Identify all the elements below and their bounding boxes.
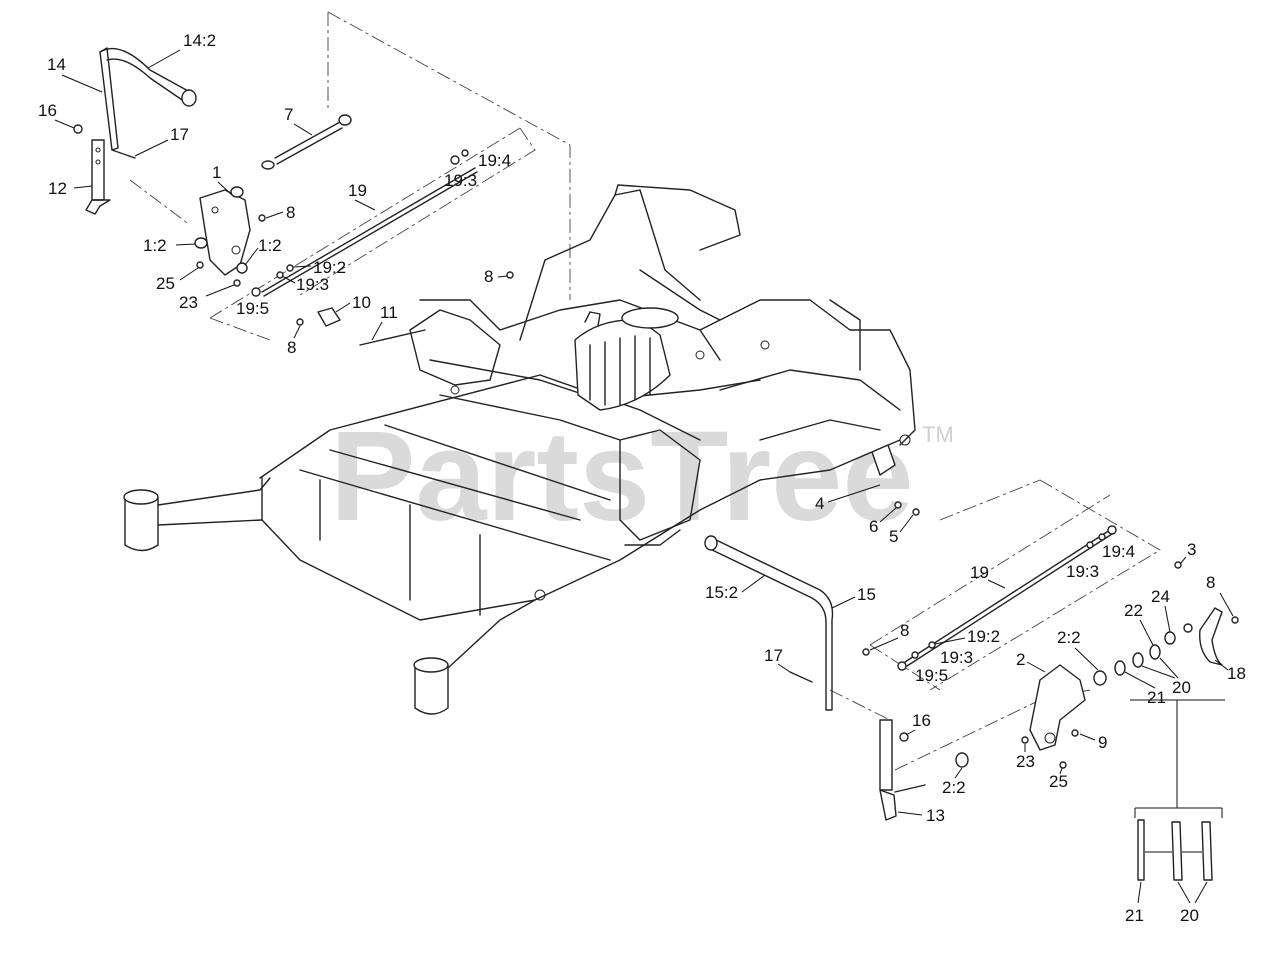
callout-1: 1 (212, 163, 221, 182)
callout-20-a: 20 (1172, 678, 1191, 697)
callout-22: 22 (1124, 601, 1143, 620)
callout-15: 15 (857, 585, 876, 604)
callout-16-b: 16 (912, 711, 931, 730)
callout-19-5-b: 19:5 (915, 666, 948, 685)
callout-19-5-a: 19:5 (236, 299, 269, 318)
callout-8-b: 8 (287, 338, 296, 357)
callout-8-e: 8 (900, 621, 909, 640)
callout-5: 5 (889, 527, 898, 546)
callout-18: 18 (1227, 664, 1246, 683)
callout-21-a: 21 (1147, 688, 1166, 707)
callout-23-b: 23 (1016, 752, 1035, 771)
callout-8-d: 8 (1206, 573, 1215, 592)
callout-19-4-a: 19:4 (478, 151, 511, 170)
callout-1-2-b: 1:2 (258, 236, 282, 255)
callout-19-a: 19 (348, 181, 367, 200)
callout-1-2-a: 1:2 (143, 236, 167, 255)
callout-2-2-a: 2:2 (1057, 628, 1081, 647)
callout-25-b: 25 (1049, 772, 1068, 791)
callout-13: 13 (926, 806, 945, 825)
watermark-trademark: TM (922, 422, 954, 447)
callout-16: 16 (38, 101, 57, 120)
callout-23-a: 23 (179, 293, 198, 312)
callout-19-2-a: 19:2 (313, 258, 346, 277)
callout-10: 10 (352, 293, 371, 312)
callout-17-b: 17 (764, 646, 783, 665)
callout-9: 9 (1098, 733, 1107, 752)
callout-24: 24 (1151, 587, 1170, 606)
callout-14: 14 (47, 55, 66, 74)
callout-12: 12 (48, 179, 67, 198)
callout-19-4-b: 19:4 (1102, 542, 1135, 561)
callout-20-b: 20 (1180, 906, 1199, 925)
callout-25-a: 25 (156, 274, 175, 293)
callout-8-c: 8 (484, 267, 493, 286)
watermark-brand: PartsTree (330, 405, 914, 548)
callout-2-2-b: 2:2 (942, 778, 966, 797)
callout-7: 7 (284, 105, 293, 124)
callout-11: 11 (380, 303, 398, 322)
left-control-assembly (73, 47, 514, 346)
callout-17: 17 (170, 125, 189, 144)
watermark: PartsTree TM (330, 405, 954, 548)
right-control-assembly (704, 444, 1239, 881)
callout-19-3-d: 19:3 (940, 648, 973, 667)
callout-6: 6 (869, 517, 878, 536)
mower-frame (123, 184, 916, 715)
callout-15-2: 15:2 (705, 583, 738, 602)
callout-19-3-b: 19:3 (296, 275, 329, 294)
callout-19-3-c: 19:3 (1066, 562, 1099, 581)
callout-8-a: 8 (286, 203, 295, 222)
callout-21-b: 21 (1125, 906, 1144, 925)
callout-19-3-a: 19:3 (444, 171, 477, 190)
callout-4: 4 (815, 494, 824, 513)
callout-2: 2 (1016, 650, 1025, 669)
callout-3: 3 (1187, 540, 1196, 559)
callout-14-2: 14:2 (183, 31, 216, 50)
callout-19-b: 19 (970, 563, 989, 582)
callouts: 14:2 14 16 17 7 12 1 8 19 19:4 19:3 1:2 … (38, 31, 1246, 925)
callout-19-2-b: 19:2 (967, 627, 1000, 646)
